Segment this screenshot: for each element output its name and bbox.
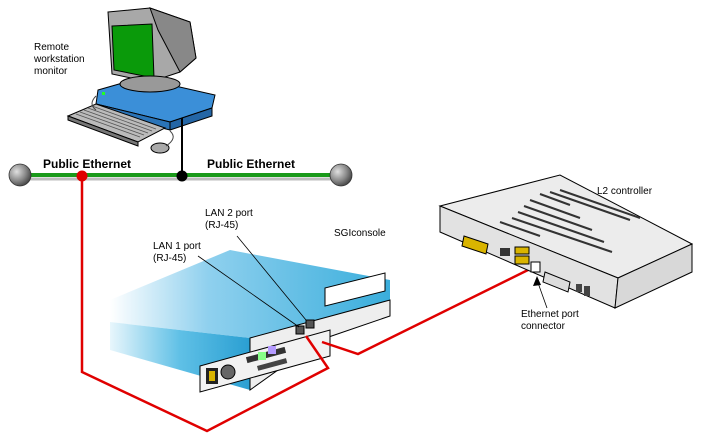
keyboard bbox=[66, 103, 167, 147]
mouse bbox=[150, 142, 170, 154]
ethernet-port-connector-label: Ethernet port connector bbox=[521, 309, 579, 332]
lan1-port-label: LAN 1 port (RJ-45) bbox=[153, 241, 201, 264]
power-led bbox=[102, 92, 105, 95]
mouse-cable bbox=[165, 130, 174, 147]
public-ethernet-label-right: Public Ethernet bbox=[207, 157, 296, 171]
keyboard-cable bbox=[91, 95, 97, 111]
lan2-port bbox=[305, 319, 315, 329]
l2-controller bbox=[438, 174, 694, 309]
public-ethernet-bus bbox=[8, 163, 353, 187]
serial-port-b bbox=[514, 246, 530, 255]
remote-workstation bbox=[66, 7, 216, 154]
lan1-cable bbox=[80, 176, 330, 433]
bus-terminator-right bbox=[329, 163, 353, 187]
sgiconsole bbox=[110, 250, 391, 393]
fan bbox=[220, 364, 236, 380]
vent-slots bbox=[499, 189, 641, 253]
monitor-screen bbox=[111, 23, 155, 79]
bus-terminator-left bbox=[8, 163, 32, 187]
usb-port bbox=[576, 284, 582, 292]
ethernet-port-arrow bbox=[533, 276, 541, 286]
serial-port-a bbox=[514, 255, 530, 265]
l2-controller-label: L2 controller bbox=[597, 186, 653, 197]
lan2-port-label: LAN 2 port (RJ-45) bbox=[205, 208, 253, 231]
monitor bbox=[107, 7, 197, 93]
ethernet-port bbox=[530, 261, 541, 273]
sgiconsole-label: SGIconsole bbox=[334, 228, 386, 239]
public-ethernet-label-left: Public Ethernet bbox=[43, 157, 132, 171]
lan1-leader bbox=[197, 255, 300, 328]
port-dark bbox=[500, 248, 510, 256]
pci-slot bbox=[324, 272, 386, 307]
cables bbox=[80, 176, 533, 433]
lan1-port bbox=[295, 325, 305, 335]
parallel-connector bbox=[542, 271, 571, 293]
lan2-cable bbox=[321, 266, 533, 356]
db-connector bbox=[461, 235, 489, 255]
workstation-tap bbox=[176, 170, 188, 182]
remote-workstation-label: Remote workstation monitor bbox=[34, 42, 85, 77]
lan2-leader bbox=[236, 235, 307, 321]
